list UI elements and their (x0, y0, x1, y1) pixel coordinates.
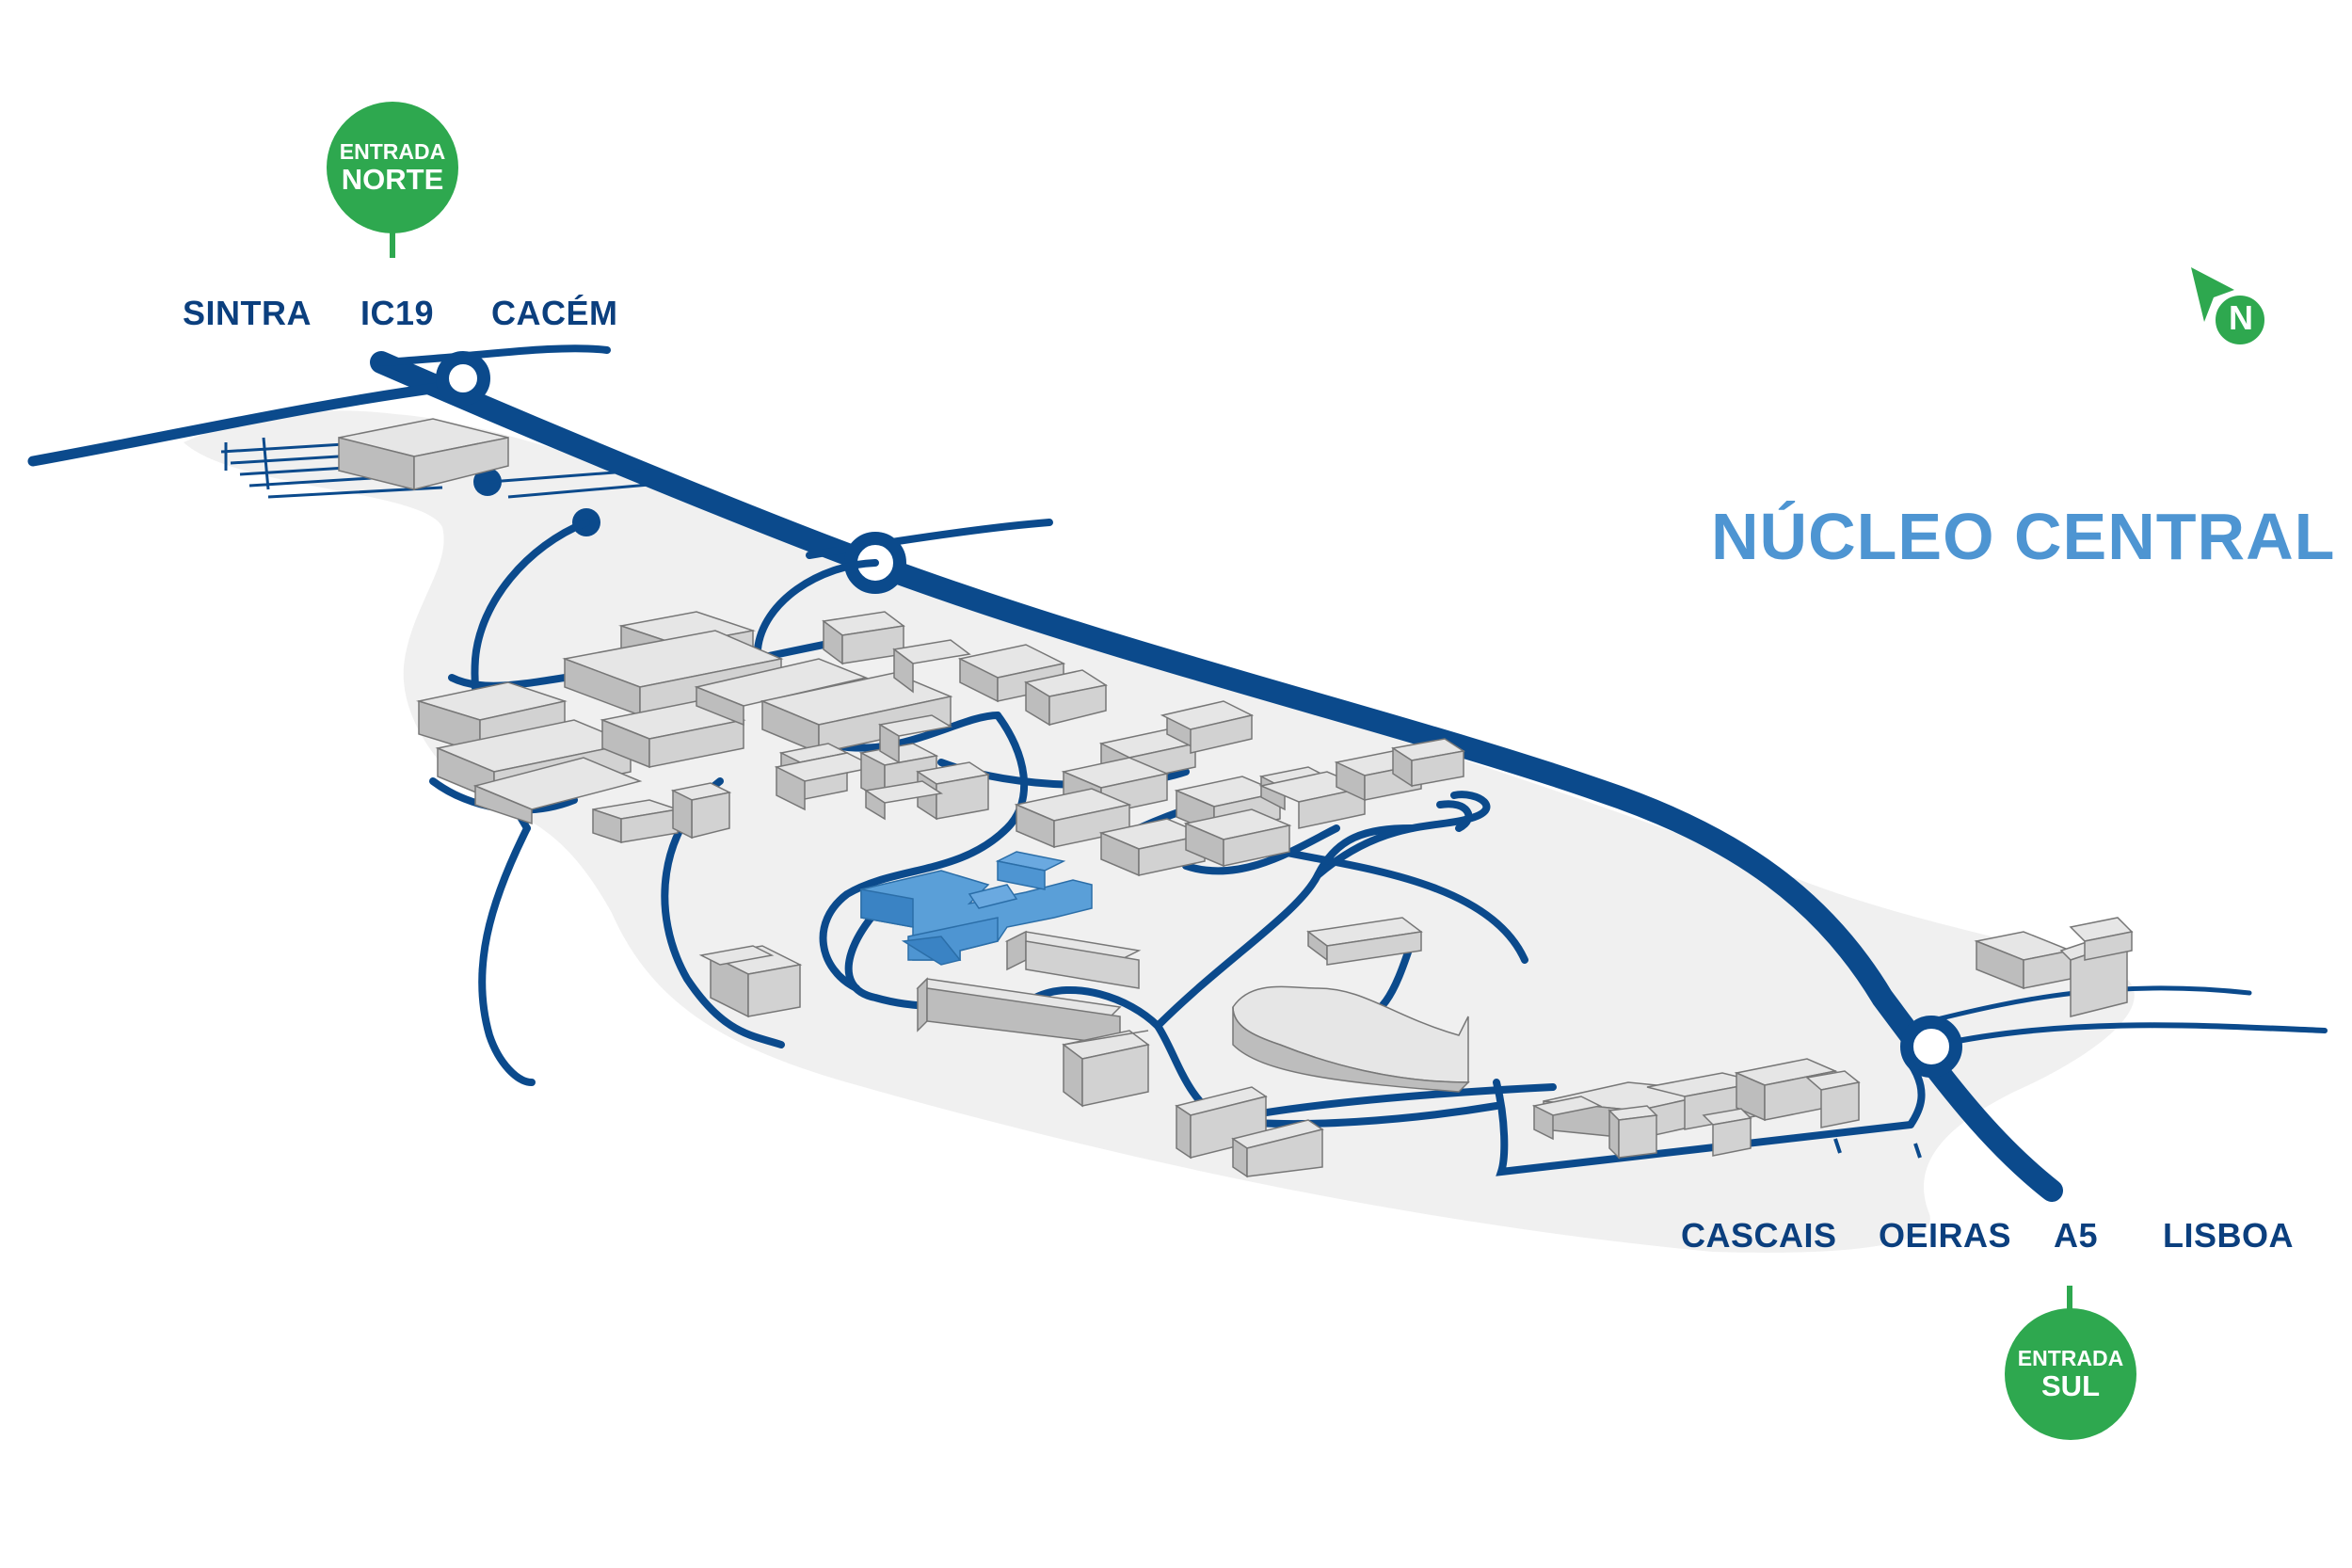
destination-sintra: SINTRA (183, 294, 312, 332)
destination-a5: A5 (2054, 1216, 2099, 1255)
campus-buildings (338, 418, 2134, 1178)
north-entrance-marker-icon[interactable]: ENTRADA NORTE (327, 102, 458, 233)
south-entrance-stem (2067, 1286, 2072, 1314)
south-entrance-label-line1: ENTRADA (2017, 1346, 2124, 1370)
south-entrance-marker-icon[interactable]: ENTRADA SUL (2005, 1308, 2136, 1440)
north-parking-lines (220, 437, 650, 499)
destination-ic19: IC19 (360, 294, 435, 332)
building-north (338, 418, 509, 490)
map-title: NÚCLEO CENTRAL (1711, 500, 2336, 573)
highlight-building (860, 851, 1093, 966)
south-entrance-label-line2: SUL (2041, 1369, 2100, 1402)
north-entrance-label-line1: ENTRADA (339, 139, 446, 164)
curved-building (1232, 985, 1470, 1093)
north-entrance-label-line2: NORTE (341, 163, 444, 196)
destination-cascais: CASCAIS (1681, 1216, 1837, 1255)
compass-north-icon: N (2185, 264, 2270, 348)
destination-lisboa: LISBOA (2163, 1216, 2295, 1255)
destination-oeiras: OEIRAS (1879, 1216, 2012, 1255)
compass-label: N (2229, 298, 2253, 337)
destination-cacem: CACÉM (491, 294, 618, 332)
north-entrance-stem (390, 230, 395, 258)
